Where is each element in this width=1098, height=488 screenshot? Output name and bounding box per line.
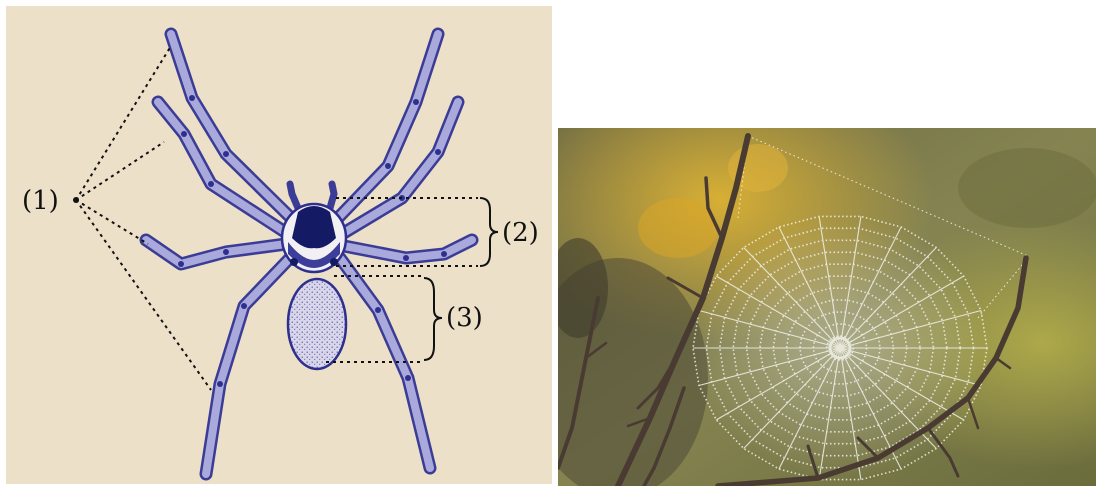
label-abdomen: (3) [446, 303, 483, 333]
spider-diagram: (1) (2) (3) [6, 6, 552, 484]
spider-diagram-panel: (1) (2) (3) [6, 6, 552, 484]
label-legs: (1) [22, 186, 59, 216]
label-cephalothorax: (2) [502, 218, 539, 248]
abdomen [288, 279, 346, 369]
cephalothorax [282, 204, 346, 272]
web-photo-drawing [558, 128, 1096, 486]
spider-web-photo [558, 128, 1096, 486]
